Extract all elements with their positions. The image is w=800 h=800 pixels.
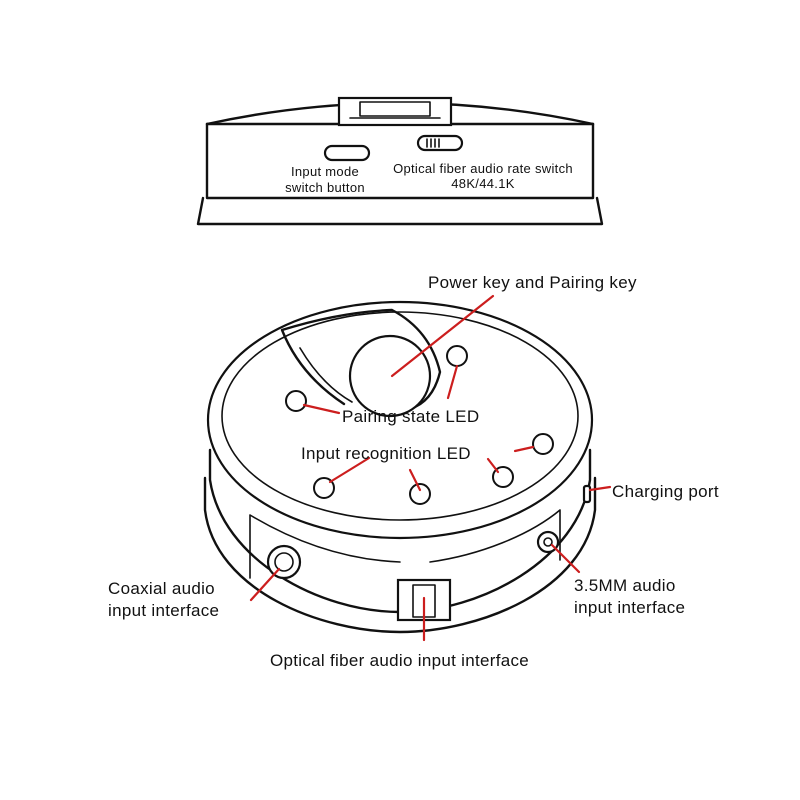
leader-charging-port <box>588 485 612 492</box>
input-mode-label-line1: Input mode <box>291 164 359 179</box>
charging-port[interactable] <box>582 484 592 504</box>
top-view-body <box>205 122 595 200</box>
power-key-label: Power key and Pairing key <box>428 273 637 292</box>
input-mode-label-line2: switch button <box>285 180 365 195</box>
main-perspective-view: Power key and Pairing key Pairing state … <box>108 273 719 670</box>
leader-pairing-led-right <box>446 364 459 400</box>
input-mode-switch-button[interactable] <box>323 144 371 162</box>
coaxial-port[interactable] <box>266 544 302 580</box>
optical-rate-label-line1: Optical fiber audio rate switch <box>393 161 573 176</box>
top-view-base <box>196 196 604 226</box>
coaxial-label-line2: input interface <box>108 601 219 620</box>
optical-input-label: Optical fiber audio input interface <box>270 651 529 670</box>
power-key-sleeve <box>280 308 442 412</box>
charging-port-label: Charging port <box>612 482 719 501</box>
led-right <box>532 433 554 455</box>
aux-label-line2: input interface <box>574 598 685 617</box>
power-pairing-key[interactable] <box>348 334 432 418</box>
leader-aux <box>550 543 581 574</box>
top-side-view: Input mode switch button Optical fiber a… <box>196 96 604 226</box>
led-left <box>285 390 307 412</box>
leader-coaxial <box>249 567 281 602</box>
leader-power-key <box>390 294 495 378</box>
aux-label-line1: 3.5MM audio <box>574 576 676 595</box>
optical-rate-switch[interactable] <box>416 134 464 152</box>
leader-input-led-3 <box>486 457 500 474</box>
pairing-led <box>446 345 468 367</box>
pairing-led-label: Pairing state LED <box>342 407 479 426</box>
leader-led-right <box>513 445 535 453</box>
input-led-1 <box>313 477 335 499</box>
leader-input-led-2 <box>408 468 422 492</box>
leader-pairing-led-left <box>302 403 341 415</box>
device-top-inner <box>221 311 579 521</box>
leader-input-led-1 <box>328 456 371 484</box>
optical-rate-label-line2: 48K/44.1K <box>451 176 514 191</box>
device-base <box>203 476 597 634</box>
coaxial-label-line1: Coaxial audio <box>108 579 215 598</box>
input-led-label: Input recognition LED <box>301 444 471 463</box>
input-led-2 <box>409 483 431 505</box>
port-panel <box>249 509 561 579</box>
